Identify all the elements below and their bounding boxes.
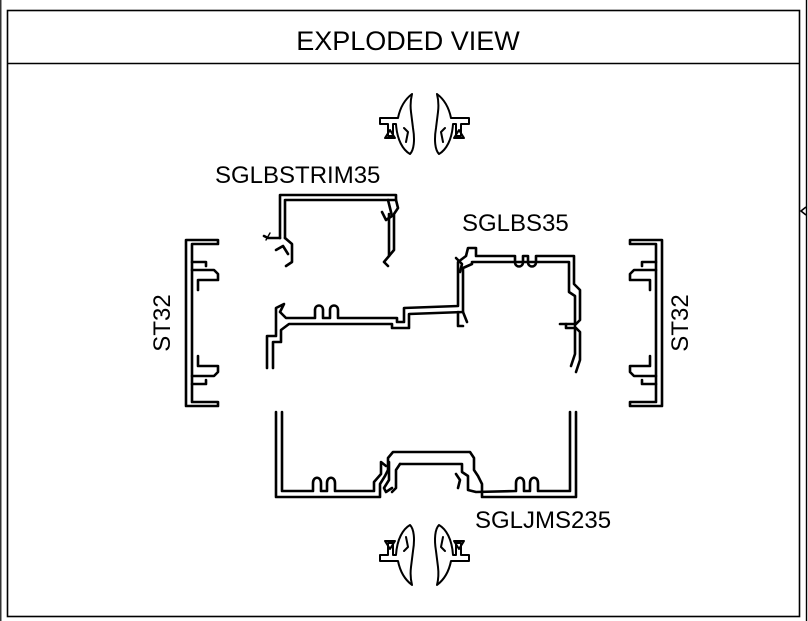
profile-sgljms235 [274, 410, 578, 499]
gasket-bottom-right [434, 524, 470, 586]
drawing-title: EXPLODED VIEW [296, 26, 520, 56]
label-st32-left: ST32 [149, 294, 176, 351]
profile-st32-left [184, 238, 220, 408]
bottom-gasket-pair [379, 524, 470, 586]
label-sglbstrim35: SGLBSTRIM35 [215, 162, 380, 189]
top-gasket-pair [379, 93, 470, 155]
edge-arrow-icon [799, 206, 807, 216]
label-sglbs35: SGLBS35 [462, 210, 569, 237]
profile-st32-right [628, 238, 664, 408]
drawing-frame [6, 9, 801, 618]
gasket-top-left [379, 93, 415, 155]
label-st32-right: ST32 [667, 294, 694, 351]
profile-sglbstrim35 [262, 193, 400, 268]
gasket-top-right [434, 93, 470, 155]
gasket-bottom-left [379, 524, 415, 586]
label-sgljms235: SGLJMS235 [475, 507, 611, 534]
profile-sglbs35 [265, 246, 582, 374]
